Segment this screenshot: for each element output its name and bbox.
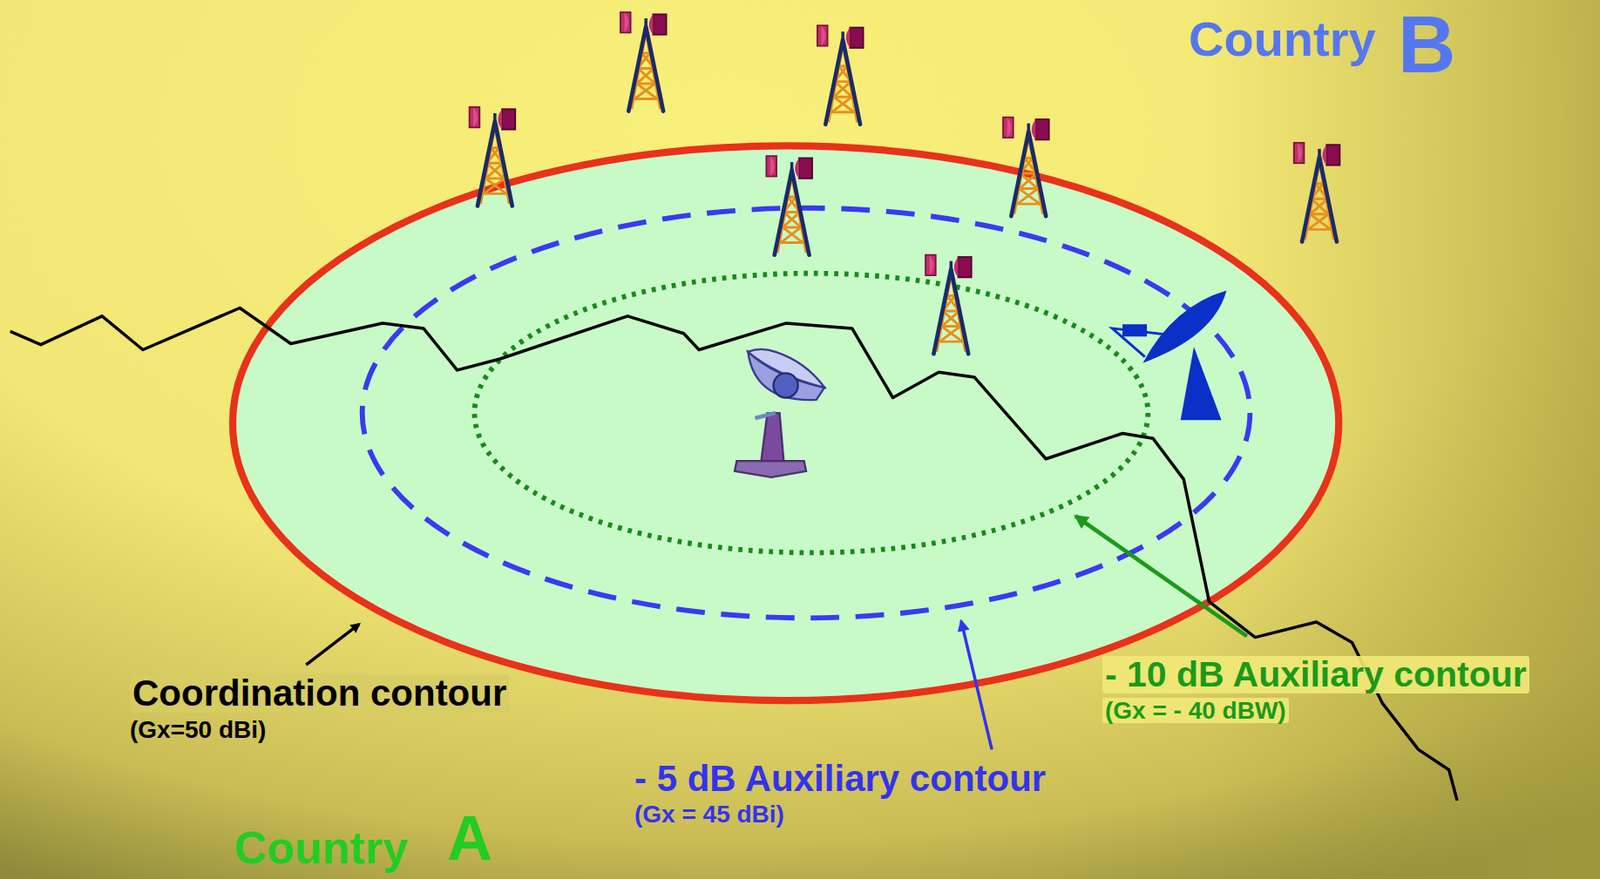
country-name: Country (234, 824, 408, 873)
contour-gain: (Gx=50 dBi) (129, 717, 266, 743)
contour-gain: (Gx = 45 dBi) (634, 801, 785, 828)
contour-label: - 10 dB Auxiliary contour (1102, 656, 1530, 694)
contour-label: - 5 dB Auxiliary contour (634, 759, 1046, 799)
contour-label: Coordination contour (129, 674, 509, 713)
country-letter: A (447, 806, 493, 873)
country-name: Country (1188, 13, 1377, 66)
contour-gain: (Gx = - 40 dBW) (1102, 698, 1289, 724)
country-letter: B (1397, 2, 1456, 88)
